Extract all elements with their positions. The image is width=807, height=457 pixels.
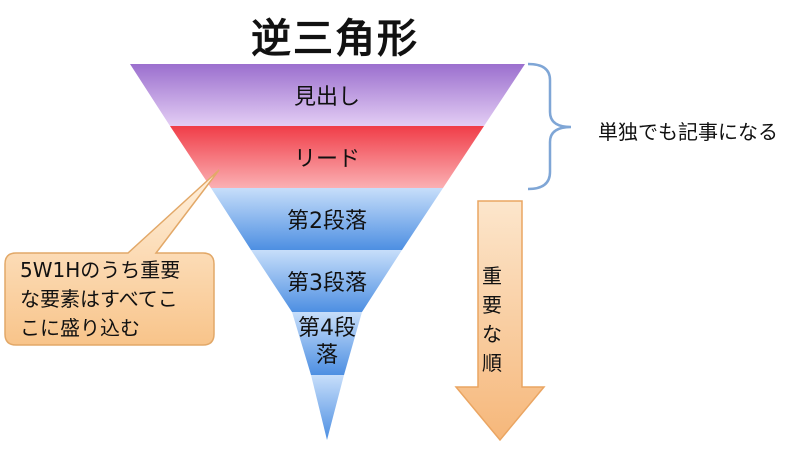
callout-bubble bbox=[4, 169, 220, 346]
layer-lead bbox=[170, 126, 484, 188]
layer-paragraph-4-label-line1: 第4段 bbox=[298, 316, 356, 341]
page-title: 逆三角形 bbox=[251, 16, 419, 62]
importance-arrow bbox=[454, 200, 546, 442]
layer-heading bbox=[130, 64, 525, 126]
arrow-char-2: 要 bbox=[482, 293, 502, 317]
curly-brace bbox=[527, 62, 572, 191]
layer-lead-label: リード bbox=[294, 147, 360, 172]
callout-text: 5W1Hのうち重要 な要素はすべてこ こに盛り込む bbox=[20, 256, 220, 343]
callout-line-3: こに盛り込む bbox=[20, 316, 140, 340]
layer-paragraph-3-label: 第3段落 bbox=[287, 271, 367, 296]
arrow-char-1: 重 bbox=[482, 264, 502, 288]
layer-paragraph-2-label: 第2段落 bbox=[287, 209, 367, 234]
layer-paragraph-3 bbox=[251, 250, 402, 312]
layer-paragraph-2 bbox=[211, 188, 443, 250]
layer-heading-label: 見出し bbox=[294, 85, 360, 110]
layer-paragraph-4-label-line2: 落 bbox=[316, 343, 338, 368]
arrow-char-4: 順 bbox=[482, 351, 502, 375]
callout-line-1: 5W1Hのうち重要 bbox=[20, 258, 181, 282]
arrow-char-3: な bbox=[482, 322, 502, 346]
arrow-label: 重 要 な 順 bbox=[478, 262, 506, 378]
layer-tip bbox=[311, 375, 344, 440]
brace-label: 単独でも記事になる bbox=[598, 120, 778, 144]
layer-paragraph-4 bbox=[292, 312, 362, 375]
callout-line-2: な要素はすべてこ bbox=[20, 287, 178, 311]
